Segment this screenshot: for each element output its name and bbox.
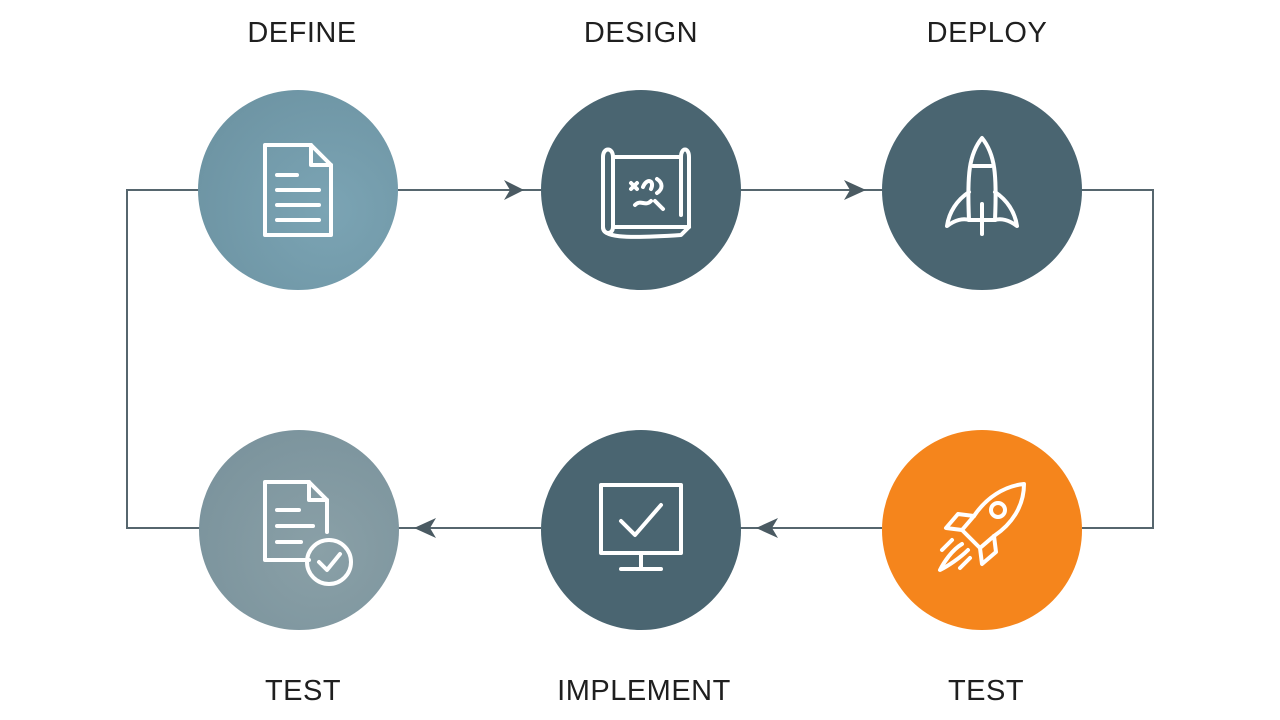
deploy-label: DEPLOY	[926, 17, 1048, 49]
design-node	[541, 90, 741, 290]
deploy-node	[882, 90, 1082, 290]
implement-label: IMPLEMENT	[557, 675, 731, 707]
connector-test-define	[126, 189, 200, 529]
rocket-launch-icon	[938, 482, 1026, 572]
arrowhead-to-implement	[756, 518, 778, 538]
define-label: DEFINE	[247, 17, 357, 49]
blueprint-map-icon	[601, 147, 691, 239]
rocket-icon	[945, 136, 1019, 236]
test-node-right	[882, 430, 1082, 630]
test-label-right: TEST	[947, 675, 1025, 707]
test-label-left: TEST	[264, 675, 342, 707]
define-node	[198, 90, 398, 290]
design-label: DESIGN	[583, 17, 699, 49]
arrowhead-to-design	[504, 180, 524, 200]
implement-node	[541, 430, 741, 630]
document-icon	[263, 143, 333, 237]
test-node-left	[199, 430, 399, 630]
document-check-icon	[263, 480, 353, 586]
arrowhead-to-deploy	[844, 180, 866, 200]
connector-deploy-test	[1082, 189, 1154, 529]
monitor-check-icon	[599, 483, 683, 571]
arrowhead-to-test	[414, 518, 436, 538]
